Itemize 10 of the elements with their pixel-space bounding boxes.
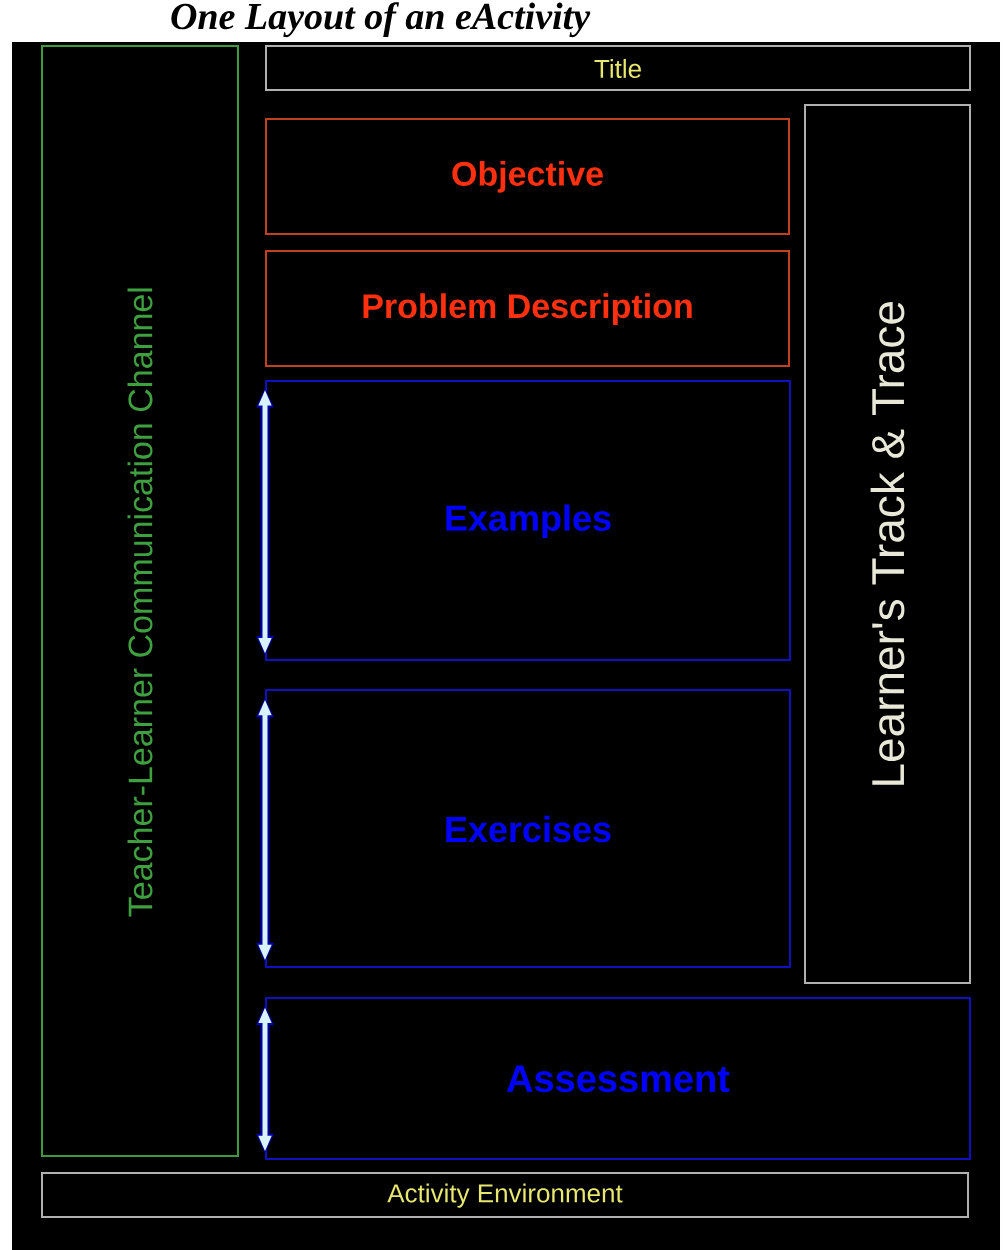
layout-box: Objective <box>265 118 790 235</box>
layout-box: Teacher-Learner Communication Channel <box>41 45 239 1157</box>
layout-box: Assessment <box>265 997 971 1160</box>
layout-box: Learner's Track & Trace <box>804 104 971 984</box>
layout-box: Title <box>265 45 971 91</box>
title: One Layout of an eActivity <box>171 2 591 38</box>
layout-box: Examples <box>265 380 791 661</box>
layout-box: Activity Environment <box>41 1172 969 1218</box>
layout-box: Problem Description <box>265 250 790 367</box>
layout-box: Exercises <box>265 689 791 968</box>
